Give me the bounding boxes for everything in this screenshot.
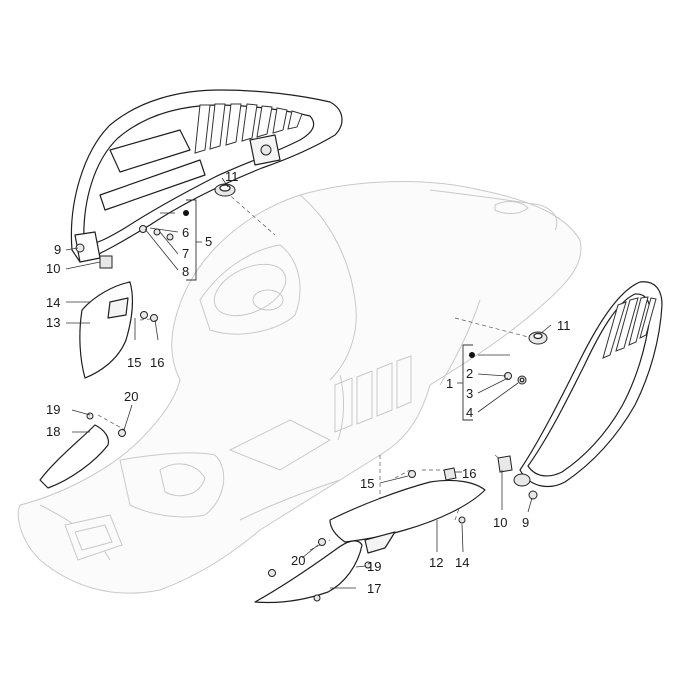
callout-6: 6 — [182, 225, 189, 240]
callout-4: 4 — [466, 405, 473, 420]
callout-1: 1 — [446, 376, 453, 391]
hardware-left — [75, 225, 174, 269]
callout-14-right: 14 — [455, 555, 469, 570]
callout-7: 7 — [182, 246, 189, 261]
callout-18: 18 — [46, 424, 60, 439]
callout-17: 17 — [367, 581, 381, 596]
callout-9-left: 9 — [54, 242, 61, 257]
left-side-cowl — [70, 89, 343, 263]
assembly-brackets — [183, 199, 475, 421]
right-side-cowl — [513, 281, 663, 488]
callout-16-right: 16 — [462, 466, 476, 481]
callout-19-right: 19 — [367, 559, 381, 574]
callout-16-left: 16 — [150, 355, 164, 370]
callout-11-right: 11 — [557, 318, 571, 333]
trim-12 — [329, 467, 486, 554]
callout-5: 5 — [205, 234, 212, 249]
trim-18 — [39, 412, 126, 489]
callout-20-left: 20 — [124, 389, 138, 404]
callout-labels: 11 6 5 7 8 9 10 14 13 15 16 20 19 18 11 … — [46, 169, 571, 596]
callout-15-right: 15 — [360, 476, 374, 491]
callout-15-left: 15 — [127, 355, 141, 370]
callout-12: 12 — [429, 555, 443, 570]
callout-14-left: 14 — [46, 295, 60, 310]
callout-2: 2 — [466, 366, 473, 381]
callout-10-right: 10 — [493, 515, 507, 530]
callout-19-left: 19 — [46, 402, 60, 417]
scooter-body-ghost — [17, 181, 582, 594]
grommet-11-right — [528, 331, 548, 345]
bullet-dot-left — [183, 210, 189, 216]
callout-8: 8 — [182, 264, 189, 279]
callout-11-left: 11 — [225, 169, 239, 184]
callout-20-right: 20 — [291, 553, 305, 568]
callout-10-left: 10 — [46, 261, 60, 276]
callout-3: 3 — [466, 386, 473, 401]
bullet-dot-right — [469, 352, 475, 358]
panel-13 — [79, 281, 158, 379]
leader-lines — [65, 177, 552, 589]
hardware-right — [497, 372, 538, 500]
callout-9-right: 9 — [522, 515, 529, 530]
grommet-11-left — [214, 183, 236, 197]
trim-17 — [254, 538, 372, 604]
callout-13: 13 — [46, 315, 60, 330]
